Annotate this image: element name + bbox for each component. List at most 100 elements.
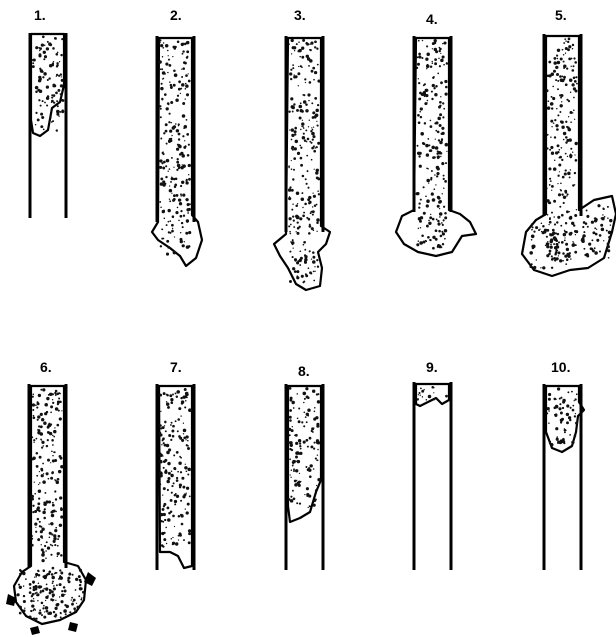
speckle-dot [317,80,320,83]
speckle-dot [159,201,161,203]
speckle-dot [434,62,437,65]
speckle-dot [171,157,173,159]
speckle-dot [40,413,43,416]
speckle-dot [35,576,37,578]
speckle-dot [303,411,305,413]
speckle-dot [418,202,420,204]
speckle-dot [291,429,294,432]
speckle-dot [441,133,443,135]
speckle-dot [56,129,58,131]
speckle-dot [555,79,557,81]
speckle-dot [417,152,420,155]
speckle-dot [163,538,166,541]
speckle-dot [317,400,320,403]
speckle-dot [164,519,166,521]
speckle-dot [418,82,420,84]
speckle-dot [298,407,300,409]
speckle-dot [59,111,61,113]
speckle-dot [61,110,64,113]
speckle-dot [594,227,596,229]
speckle-dot [300,481,301,482]
speckle-dot [586,215,589,218]
speckle-dot [573,57,575,59]
speckle-dot [418,55,421,58]
speckle-dot [563,64,566,67]
speckle-dot [38,498,40,500]
speckle-dot [167,394,169,396]
speckle-dot [50,117,52,119]
speckle-dot [561,193,563,195]
speckle-dot [560,225,562,227]
speckle-dot [428,183,429,184]
speckle-dot [292,46,295,49]
speckle-dot [301,126,302,127]
speckle-dot [43,616,46,619]
speckle-dot [591,239,593,241]
speckle-dot [420,116,422,118]
speckle-dot [289,231,291,233]
speckle-dot [423,143,425,145]
speckle-dot [565,121,567,123]
speckle-dot [310,212,312,214]
speckle-dot [549,149,551,151]
speckle-dot [314,411,316,413]
speckle-dot [186,50,189,53]
speckle-dot [171,230,174,233]
speckle-dot [440,96,441,97]
speckle-dot [47,595,49,597]
speckle-dot [162,167,165,170]
speckle-dot [175,493,177,495]
speckle-dot [304,494,305,495]
speckle-dot [289,458,291,460]
speckle-dot [33,58,36,61]
speckle-dot [39,68,41,70]
speckle-dot [572,245,574,247]
speckle-dot [313,146,315,148]
speckle-dot [183,423,184,424]
speckle-dot [43,517,46,520]
speckle-dot [559,75,562,78]
speckle-dot [314,442,316,444]
speckle-dot [557,49,560,52]
speckle-dot [169,129,172,132]
speckle-dot [419,241,423,245]
speckle-dot [29,616,32,619]
speckle-dot [572,48,573,49]
speckle-dot [418,392,420,394]
speckle-dot [435,130,437,132]
speckle-dot [310,49,312,51]
speckle-dot [57,478,60,481]
speckle-dot [313,271,315,273]
speckle-dot [184,406,186,408]
speckle-dot [607,249,610,252]
speckle-dot [188,80,191,83]
speckle-dot [289,186,291,188]
speckle-dot [182,194,185,197]
speckle-dot [164,93,167,96]
speckle-dot [313,126,314,127]
speckle-dot [55,407,59,411]
speckle-dot [41,527,44,530]
speckle-dot [302,214,305,217]
speckle-dot [556,55,558,57]
speckle-dot [422,396,423,397]
speckle-dot [581,239,584,242]
speckle-dot [167,489,169,491]
speckle-dot [32,409,34,411]
speckle-dot [309,225,312,228]
speckle-dot [309,505,311,507]
speckle-dot [42,35,45,38]
speckle-dot [309,437,312,440]
speckle-dot [307,397,310,400]
speckle-dot [298,420,301,423]
speckle-dot [186,41,190,45]
speckle-dot [50,405,53,408]
speckle-dot [297,418,299,420]
speckle-dot [187,440,189,442]
speckle-dot [186,93,189,96]
speckle-dot [316,439,319,442]
speckle-dot [437,205,440,208]
speckle-dot [446,151,447,152]
speckle-dot [560,120,563,123]
speckle-dot [38,612,41,615]
